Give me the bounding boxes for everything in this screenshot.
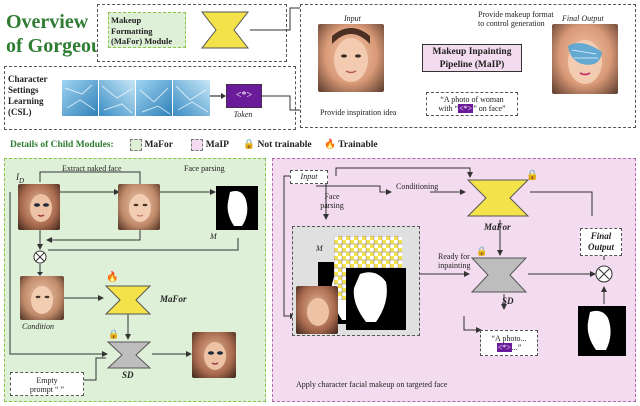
right-mafor-lock-icon: 🔒 [526, 170, 539, 181]
csl-ice-images [62, 80, 210, 116]
maip-box: Makeup Inpainting Pipeline (MaIP) [422, 44, 522, 72]
right-caption: Apply character facial makeup on targete… [296, 380, 448, 389]
right-prompt-line-2: <*>...” [481, 343, 537, 352]
empty-prompt-line-1: Empty [36, 376, 58, 385]
legend: Details of Child Modules: MaFor MaIP 🔒 N… [10, 138, 630, 152]
provide-inspiration-text: Provide inspiration idea [320, 108, 397, 117]
ready-line-1: Ready for [438, 252, 470, 261]
top-prompt-line-2: with “<*>” on face” [427, 104, 517, 113]
overview-title: Overview of Gorgeous [6, 10, 110, 58]
right-sd-label: SD [502, 296, 514, 306]
top-prompt-line-1: “A photo of woman [440, 95, 504, 104]
provide-format-text: Provide makeup format to control generat… [478, 10, 554, 28]
mafor-module-label: Makeup Formatting (MaFor) Module [108, 12, 186, 48]
empty-prompt-box: Empty prompt “ ” [10, 372, 84, 396]
right-face-parsing-line-2: parsing [320, 201, 344, 210]
condition-photo [20, 276, 64, 320]
id-label-main: I [16, 172, 19, 182]
csl-arrow [210, 93, 226, 99]
right-mafor-label: MaFor [484, 222, 511, 232]
naked-face-sketch [129, 194, 151, 222]
legend-label-maip: MaIP [205, 140, 229, 150]
mafor-funnel-top [200, 11, 250, 49]
left-mask-m [216, 186, 258, 230]
left-mask-shape [227, 191, 248, 226]
right-prompt-token: <*> [496, 343, 512, 352]
left-output-photo [192, 332, 236, 378]
right-final-output-box: Final Output [580, 228, 622, 256]
right-m-label: M [316, 244, 323, 253]
condition-face-sketch [31, 286, 53, 314]
left-sd-label: SD [122, 370, 134, 380]
condition-label: Condition [22, 322, 55, 331]
legend-item-mafor: MaFor [130, 138, 175, 151]
token-box: <*> [226, 84, 262, 108]
top-prompt-line-2-post: ” on face” [473, 104, 506, 113]
id-label: ID [16, 172, 24, 186]
legend-title: Details of Child Modules: [10, 140, 114, 150]
id-label-sub: D [19, 176, 25, 185]
empty-prompt-line-2: prompt “ ” [29, 385, 65, 394]
right-prompt-line-1: “A photo... [491, 334, 527, 343]
left-mafor-flame-icon: 🔥 [106, 272, 119, 283]
right-sd-funnel [470, 257, 528, 293]
left-face-parsing-label: Face parsing [184, 164, 225, 173]
flame-icon: 🔥 [324, 140, 336, 150]
inpaint-mask-shape [353, 272, 387, 322]
left-mafor-label: MaFor [160, 294, 187, 304]
right-output-mask-shape [587, 310, 611, 350]
title-line-2: of Gorgeous [6, 35, 110, 57]
top-prompt-box: “A photo of woman with “<*>” on face” [426, 92, 518, 116]
top-final-output-photo [552, 24, 618, 94]
right-sd-lock-icon: 🔒 [476, 246, 488, 256]
legend-item-trainable: 🔥 Trainable [324, 140, 378, 150]
right-final-output-line-1: Final [590, 231, 612, 241]
right-prompt-line-2-post: ...” [511, 343, 522, 352]
legend-item-maip: MaIP [191, 138, 231, 151]
left-mafor-funnel [104, 285, 152, 315]
right-output-mask [578, 306, 626, 356]
lock-icon: 🔒 [243, 140, 256, 150]
ready-line-2: inpainting [438, 261, 471, 270]
right-final-output-line-2: Output [587, 242, 614, 252]
csl-label: Character Settings Learning (CSL) [8, 74, 48, 117]
target-face-sketch [307, 298, 329, 326]
conditioning-label: Conditioning [396, 182, 439, 191]
right-face-parsing-line-1: Face [324, 192, 340, 201]
id-photo [18, 184, 60, 230]
token-label: Token [233, 110, 253, 119]
top-prompt-line-2-pre: with “ [438, 104, 459, 113]
right-prompt-box: “A photo... <*>...” [480, 330, 538, 356]
top-final-output-label: Final Output [562, 14, 604, 23]
top-prompt-token: <*> [458, 104, 474, 113]
face-sketch [332, 28, 370, 82]
legend-swatch-maip [191, 138, 204, 151]
left-m-label: M [210, 232, 217, 241]
left-output-face-sketch [204, 342, 226, 370]
title-line-1: Overview [6, 11, 89, 33]
id-face-sketch [30, 194, 52, 222]
ready-label: Ready for inpainting [438, 252, 470, 270]
legend-swatch-mafor [130, 138, 143, 151]
right-face-parsing-label: Face parsing [312, 192, 352, 210]
top-input-label: Input [344, 14, 361, 23]
legend-item-not-trainable: 🔒 Not trainable [243, 140, 314, 150]
maip-detail-connectors [283, 167, 613, 333]
left-sd-lock-icon: 🔒 [108, 329, 120, 339]
inpaint-mask-overlay [346, 268, 406, 330]
target-face-photo [296, 286, 338, 334]
legend-label-not-trainable: Not trainable [257, 140, 312, 150]
right-input-box: Input [290, 170, 328, 184]
top-input-photo [318, 24, 384, 92]
makeup-face-sketch [568, 40, 602, 84]
left-sd-funnel [106, 341, 152, 369]
right-mafor-funnel [466, 179, 530, 217]
extract-label: Extract naked face [62, 164, 122, 173]
legend-label-mafor: MaFor [144, 140, 173, 150]
naked-face-photo [118, 184, 160, 230]
legend-label-trainable: Trainable [338, 140, 378, 150]
mafor-detail-connectors [9, 171, 239, 381]
ice-texture-strip [62, 80, 210, 116]
